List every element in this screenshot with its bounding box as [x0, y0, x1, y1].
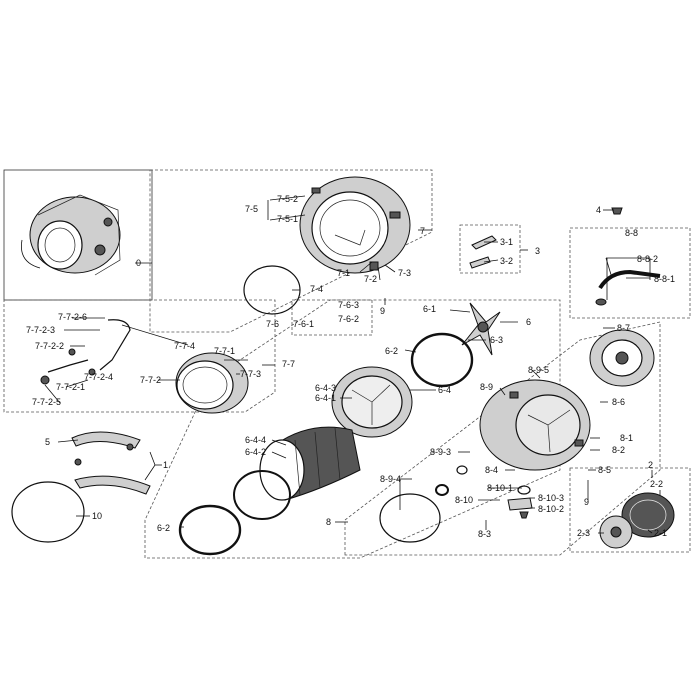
- clip-4-drawing: [611, 207, 623, 215]
- assembly-box-3: [459, 224, 521, 274]
- bracket-3-drawing: [469, 235, 497, 269]
- label-1: 1: [163, 460, 168, 470]
- door-seal-drawing: [40, 319, 249, 414]
- label-8-9-4: 8-9-4: [380, 474, 401, 484]
- motor-2-drawing: [599, 492, 675, 549]
- label-7-5-2: 7-5-2: [277, 194, 298, 204]
- label-7-5: 7-5: [245, 204, 258, 214]
- leader-lines: [44, 195, 661, 534]
- support-bracket-1-drawing: [71, 431, 151, 495]
- label-7-6-2: 7-6-2: [338, 314, 359, 324]
- label-7-7-4: 7-7-4: [174, 341, 195, 351]
- label-8-10-3: 8-10-3: [538, 493, 564, 503]
- label-2-2: 2-2: [650, 479, 663, 489]
- label-7-7-2: 7-7-2: [140, 375, 161, 385]
- front-tub-drawing: [299, 176, 411, 274]
- label-3-1: 3-1: [500, 237, 513, 247]
- label-7-6: 7-6: [266, 319, 279, 329]
- ring-6-2-upper: [410, 332, 474, 388]
- label-6-1: 6-1: [423, 304, 436, 314]
- drum-back-6-4-drawing: [331, 366, 413, 438]
- tub-assembly-drawing: [21, 194, 121, 276]
- label-7-6-3: 7-6-3: [338, 300, 359, 310]
- label-8-2: 8-2: [612, 445, 625, 455]
- label-8-10-1: 8-10-1: [487, 483, 513, 493]
- label-8-7: 8-7: [617, 323, 630, 333]
- label-8: 8: [326, 517, 331, 527]
- label-8-1: 8-1: [620, 433, 633, 443]
- seal-8-9-3-drawing: [435, 465, 468, 496]
- label-4: 4: [596, 205, 601, 215]
- label-5: 5: [45, 437, 50, 447]
- gasket-ring-7-4: [243, 265, 301, 315]
- label-8-3: 8-3: [478, 529, 491, 539]
- ring-6-2-lower: [178, 504, 242, 556]
- label-9-upper: 9: [380, 306, 385, 316]
- assembly-box-7: [149, 169, 433, 333]
- assembly-box-8: [344, 321, 661, 556]
- label-8-10-2: 8-10-2: [538, 504, 564, 514]
- label-7-4: 7-4: [310, 284, 323, 294]
- label-7-7: 7-7: [282, 359, 295, 369]
- label-2-3: 2-3: [577, 528, 590, 538]
- label-8-4: 8-4: [485, 465, 498, 475]
- label-7-1: 7-1: [337, 268, 350, 278]
- label-6-4-3: 6-4-3: [315, 383, 336, 393]
- assembly-box-7-6-sub: [291, 299, 373, 336]
- label-7-7-1: 7-7-1: [214, 346, 235, 356]
- label-8-8-2: 8-8-2: [637, 254, 658, 264]
- assembly-box-2: [569, 467, 691, 553]
- assembly-box-0: [3, 169, 153, 301]
- label-6-4-2: 6-4-2: [245, 447, 266, 457]
- label-7-5-1: 7-5-1: [277, 214, 298, 224]
- label-7-7-2-6: 7-7-2-6: [58, 312, 87, 322]
- label-7-3: 7-3: [398, 268, 411, 278]
- label-6-2-lower: 6-2: [157, 523, 170, 533]
- label-0: 0: [136, 258, 141, 268]
- label-6-4: 6-4: [438, 385, 451, 395]
- spider-6-drawing: [461, 302, 501, 356]
- label-7-7-2-5: 7-7-2-5: [32, 397, 61, 407]
- label-8-9-3: 8-9-3: [430, 447, 451, 457]
- assembly-box-7-7: [3, 299, 276, 413]
- rear-tub-drawing: [479, 379, 591, 471]
- label-7-7-2-4: 7-7-2-4: [84, 372, 113, 382]
- label-3-2: 3-2: [500, 256, 513, 266]
- valve-8-10-drawing: [507, 485, 533, 519]
- label-2: 2: [648, 460, 653, 470]
- label-8-6: 8-6: [612, 397, 625, 407]
- label-3: 3: [535, 246, 540, 256]
- pulley-8-7-drawing: [589, 329, 655, 387]
- label-6-3: 6-3: [490, 335, 503, 345]
- label-8-5: 8-5: [598, 465, 611, 475]
- label-8-9-5: 8-9-5: [528, 365, 549, 375]
- label-10: 10: [92, 511, 102, 521]
- label-7-7-2-3: 7-7-2-3: [26, 325, 55, 335]
- label-7-7-3: 7-7-3: [240, 369, 261, 379]
- hose-8-8-drawing: [595, 269, 661, 306]
- assembly-box-8-8: [569, 227, 691, 319]
- label-6: 6: [526, 317, 531, 327]
- label-7: 7: [420, 226, 425, 236]
- label-8-8: 8-8: [625, 228, 638, 238]
- ring-8-9-4: [379, 493, 441, 543]
- part-labels: 0 7 7-5 7-5-2 7-5-1 7-1 7-2 7-3 7-4 9 7-…: [26, 194, 675, 539]
- label-7-2: 7-2: [364, 274, 377, 284]
- ring-6-4-2: [233, 470, 291, 520]
- label-8-8-1: 8-8-1: [654, 274, 675, 284]
- label-7-7-2-2: 7-7-2-2: [35, 341, 64, 351]
- label-7-6-1: 7-6-1: [293, 319, 314, 329]
- label-6-4-1: 6-4-1: [315, 393, 336, 403]
- drum-body-drawing: [259, 426, 361, 501]
- label-8-10: 8-10: [455, 495, 473, 505]
- label-9-lower: 9: [584, 497, 589, 507]
- label-7-7-2-1: 7-7-2-1: [56, 382, 85, 392]
- label-6-4-4: 6-4-4: [245, 435, 266, 445]
- label-8-9: 8-9: [480, 382, 493, 392]
- ring-10: [11, 481, 85, 543]
- label-2-1: 2-1: [654, 528, 667, 538]
- label-6-2-upper: 6-2: [385, 346, 398, 356]
